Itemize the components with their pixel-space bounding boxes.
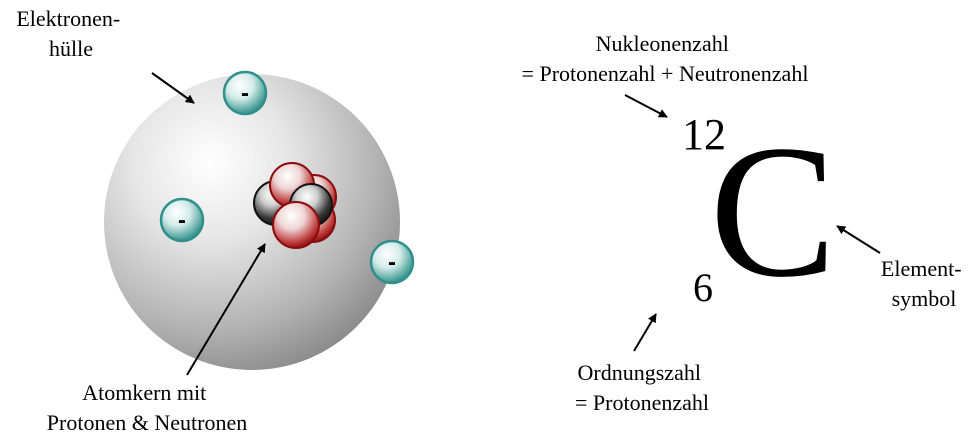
electron-charge: - [241, 80, 249, 107]
element-symbol-arrow [836, 225, 881, 254]
atomic-number-label: Ordnungszahl = Protonenzahl [575, 360, 709, 415]
electron: - [369, 239, 415, 285]
atomic-number-arrow [633, 313, 657, 352]
nucleus-arrow [186, 243, 266, 376]
mass-number: 12 [682, 110, 726, 159]
electron: - [222, 70, 268, 116]
electron-shell-label: Elektronen- hülle [16, 6, 125, 61]
mass-number-arrow [624, 94, 668, 118]
element-symbol-label: Element- symbol [881, 256, 967, 311]
electron-shell-arrow [151, 72, 195, 104]
element-symbol: C [710, 107, 837, 317]
proton [272, 201, 320, 249]
electron-charge: - [178, 207, 186, 234]
electron-charge: - [388, 249, 396, 276]
atomic-number: 6 [693, 265, 713, 310]
nucleus [253, 162, 337, 249]
electron-shell-sphere [104, 74, 400, 370]
electron: - [159, 197, 205, 243]
mass-number-label: Nukleonenzahl = Protonenzahl + Neutronen… [522, 31, 809, 86]
nucleus-label: Atomkern mit Protonen & Neutronen [47, 380, 247, 435]
